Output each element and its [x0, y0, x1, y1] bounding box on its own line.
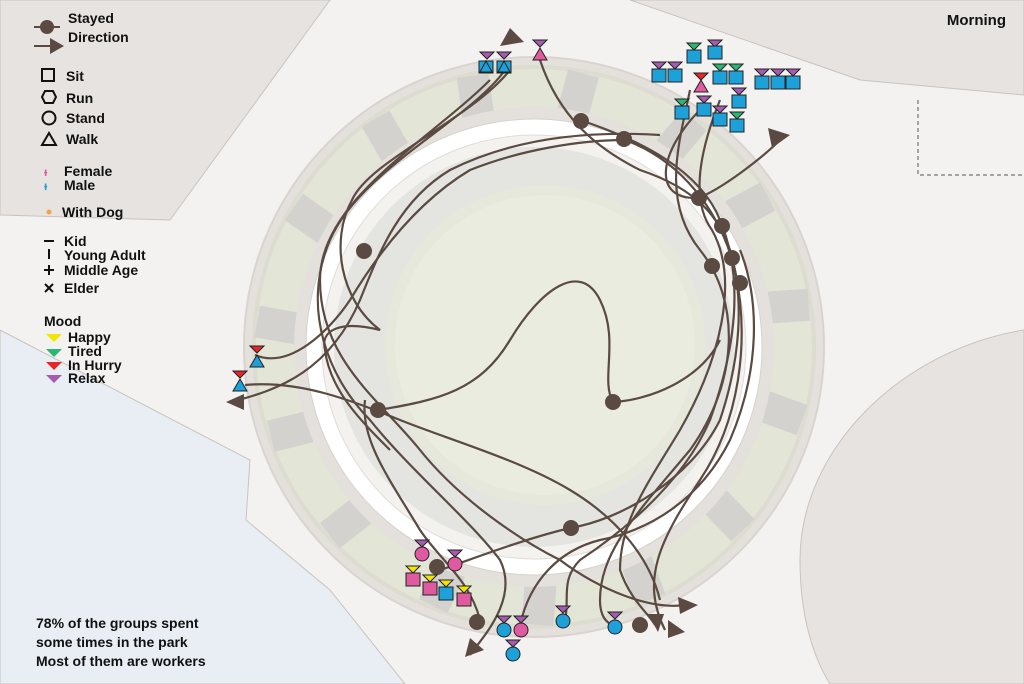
legend-run-label: Run	[66, 90, 94, 106]
legend-sit: Sit	[66, 68, 84, 84]
legend-female: Female	[64, 163, 112, 179]
legend-stayed-label: Stayed	[68, 10, 114, 26]
stayed-icon	[40, 20, 54, 34]
legend-kid-label: Kid	[64, 233, 87, 249]
direction-icon	[50, 38, 64, 54]
legend-sit-label: Sit	[66, 68, 84, 84]
circular-plaza	[243, 56, 825, 638]
legend-middle-age: Middle Age	[64, 262, 138, 278]
relax-icon	[46, 375, 62, 383]
summary-line-3: Most of them are workers	[36, 653, 206, 669]
legend-young-adult: Young Adult	[64, 247, 146, 263]
legend-direction-label: Direction	[68, 29, 129, 45]
legend-with-dog-label: With Dog	[62, 204, 124, 220]
people-markers	[231, 39, 802, 662]
summary-line-1: 78% of the groups spent	[36, 615, 199, 631]
legend-male: Male	[64, 177, 95, 193]
legend-relax-label: Relax	[68, 370, 106, 386]
legend-happy: Happy	[68, 329, 111, 345]
legend-stand: Stand	[66, 110, 105, 126]
stand-icon	[41, 110, 57, 126]
legend-run: Run	[66, 90, 93, 106]
legend-happy-label: Happy	[68, 329, 111, 345]
tired-icon	[46, 349, 62, 357]
legend-young-adult-label: Young Adult	[64, 247, 146, 263]
legend-in-hurry: In Hurry	[68, 357, 122, 373]
legend-walk-label: Walk	[66, 131, 99, 147]
legend-icons: ᵻ ᵻ	[34, 20, 64, 383]
legend-elder: Elder	[64, 280, 99, 296]
happy-icon	[46, 334, 62, 342]
male-icon: ᵻ	[44, 179, 48, 193]
run-icon	[40, 90, 58, 104]
in-hurry-icon	[46, 362, 62, 370]
direction-arrows	[226, 28, 790, 657]
legend-walk: Walk	[66, 131, 98, 147]
summary-note: 78% of the groups spent some times in th…	[36, 614, 206, 671]
legend-stayed: Stayed	[68, 10, 114, 26]
legend-elder-label: Elder	[64, 280, 100, 296]
legend-mood-title: Mood	[44, 313, 81, 329]
legend-tired-label: Tired	[68, 343, 102, 359]
legend-middle-age-label: Middle Age	[64, 262, 139, 278]
legend-in-hurry-label: In Hurry	[68, 357, 122, 373]
legend-kid: Kid	[64, 233, 87, 249]
stayed-markers	[356, 113, 748, 633]
legend-male-label: Male	[64, 177, 96, 193]
time-of-day-title: Morning	[946, 12, 1006, 29]
legend-mood-title-label: Mood	[44, 313, 82, 329]
sit-icon	[41, 68, 55, 82]
summary-line-2: some times in the park	[36, 634, 188, 650]
legend-tired: Tired	[68, 343, 102, 359]
female-icon: ᵻ	[44, 165, 48, 179]
legend-direction: Direction	[68, 29, 129, 45]
walk-icon	[40, 131, 58, 146]
legend-stand-label: Stand	[66, 110, 105, 126]
legend-relax: Relax	[68, 370, 105, 386]
legend-with-dog: With Dog	[62, 204, 123, 220]
legend-female-label: Female	[64, 163, 113, 179]
dog-icon	[46, 209, 52, 215]
